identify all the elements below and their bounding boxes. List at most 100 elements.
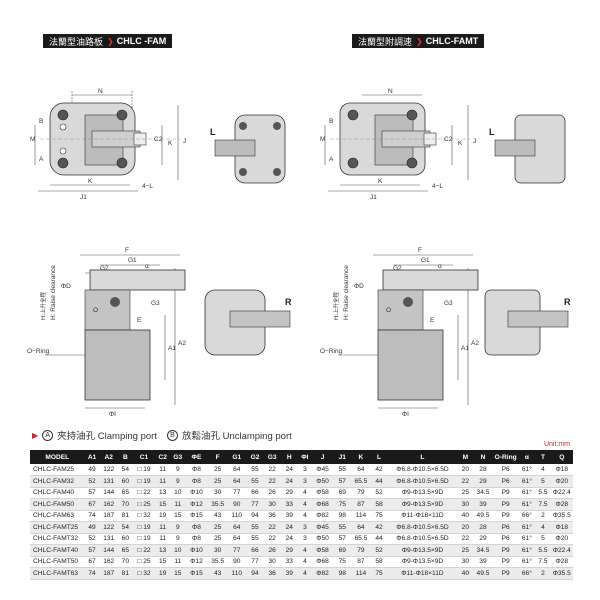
- table-cell: 61°: [518, 464, 536, 476]
- table-header-cell: G3: [170, 450, 186, 464]
- table-header-cell: K: [350, 450, 371, 464]
- clamping-port-text: 夾持油孔 Clamping port: [57, 431, 157, 442]
- table-cell: 79: [350, 544, 371, 557]
- table-cell: □ 19: [132, 533, 156, 545]
- table-cell: P9: [493, 487, 519, 499]
- table-cell: 67: [84, 498, 100, 511]
- table-header-cell: B: [117, 450, 133, 464]
- table-cell: 49: [84, 464, 100, 476]
- port-b-label: B: [329, 118, 333, 125]
- table-cell: 35.5: [207, 498, 228, 511]
- table-cell: 54: [117, 521, 133, 534]
- table-cell: 30: [457, 498, 473, 511]
- table-cell: 13: [155, 487, 171, 499]
- table-cell: Φ10: [185, 544, 208, 557]
- table-cell: 49.5: [472, 567, 494, 580]
- dim-a1-label: A1: [168, 345, 176, 352]
- table-header-cell: A1: [84, 450, 100, 464]
- table-header-cell: H: [280, 450, 299, 464]
- table-cell: 24: [280, 521, 299, 534]
- table-cell: 42: [370, 521, 388, 534]
- table-cell: 122: [99, 521, 118, 534]
- table-cell: 65.5: [350, 475, 371, 488]
- section-tag-fam: 法蘭型油路板 ❯ CHLC -FAM: [43, 34, 173, 48]
- table-header-cell: G2: [245, 450, 265, 464]
- table-cell: 66: [245, 544, 265, 557]
- table-cell: 33: [280, 498, 299, 511]
- dim-g2-label: G2: [393, 265, 402, 272]
- table-cell: Φ15: [185, 510, 208, 522]
- oring-label: O−Ring: [320, 348, 343, 355]
- dim-alpha-label: α: [438, 263, 442, 270]
- table-cell: 25: [207, 533, 228, 545]
- dim-h-en: H: Raise clearance: [343, 265, 350, 320]
- triangle-icon: ▶: [32, 430, 39, 440]
- drawing-famt-front: F G1 G2 ΦD α G3 E O A1 A2 O−Ring ΦI H:上升…: [318, 240, 493, 420]
- table-cell: 25: [207, 521, 228, 534]
- model-cell: CHLC-FAM32: [30, 475, 85, 488]
- table-cell: 20: [457, 464, 473, 476]
- table-cell: 44: [370, 533, 388, 545]
- table-cell: 54: [117, 464, 133, 476]
- dim-d-label: ΦD: [61, 283, 71, 290]
- dim-g1-label: G1: [128, 257, 137, 264]
- table-cell: 187: [99, 510, 118, 522]
- table-cell: Φ68: [311, 556, 334, 568]
- dim-4l-label: 4−L: [142, 183, 153, 190]
- table-header-cell: J: [311, 450, 334, 464]
- table-header-cell: L: [370, 450, 388, 464]
- dim-g3-label: G3: [444, 300, 453, 307]
- port-legend: ▶ A 夾持油孔 Clamping port B 放鬆油孔 Unclamping…: [32, 428, 292, 442]
- table-cell: 19: [155, 567, 171, 580]
- table-header-cell: J1: [333, 450, 351, 464]
- table-cell: 29: [280, 487, 299, 499]
- table-cell: 57: [333, 475, 351, 488]
- dim-f-label: F: [418, 247, 422, 254]
- table-cell: 75: [370, 510, 388, 522]
- table-cell: 55: [245, 475, 265, 488]
- table-cell: 65: [117, 544, 133, 557]
- side-l-label: L: [210, 127, 216, 137]
- model-cell: CHLC-FAMT63: [30, 567, 85, 580]
- table-cell: 94: [245, 567, 265, 580]
- table-cell: 40: [457, 567, 473, 580]
- table-header-cell: α: [518, 450, 536, 464]
- dim-f-label: F: [125, 247, 129, 254]
- dim-m-label: M: [30, 136, 35, 143]
- table-cell: 24: [280, 533, 299, 545]
- table-cell: Φ6.8-Φ10.5×6.5D: [387, 533, 458, 545]
- dim-g2-label: G2: [100, 265, 109, 272]
- dim-g3-label: G3: [151, 300, 160, 307]
- dim-k-bottom-label: K: [378, 178, 383, 185]
- table-cell: 74: [84, 567, 100, 580]
- table-cell: □ 32: [132, 510, 156, 522]
- dim-g1-label: G1: [421, 257, 430, 264]
- table-cell: 61°: [518, 487, 536, 499]
- table-cell: Φ45: [311, 464, 334, 476]
- table-cell: Φ9-Φ13.5×9D: [387, 544, 458, 557]
- table-cell: 39: [472, 498, 494, 511]
- table-cell: Φ28: [550, 556, 573, 568]
- table-cell: 10: [170, 487, 186, 499]
- dim-j1-label: J1: [370, 194, 377, 200]
- table-cell: 55: [245, 464, 265, 476]
- section-tag-famt: 法蘭型附調速 ❯ CHLC-FAMT: [352, 34, 485, 48]
- table-cell: 114: [350, 510, 371, 522]
- table-cell: 3: [298, 475, 312, 488]
- model-cell: CHLC-FAMT40: [30, 544, 85, 557]
- table-cell: 58: [370, 556, 388, 568]
- table-cell: 33: [280, 556, 299, 568]
- table-cell: 64: [227, 464, 246, 476]
- table-cell: 75: [333, 556, 351, 568]
- dim-o-label: O: [386, 307, 391, 314]
- table-header-cell: O-Ring: [493, 450, 519, 464]
- dim-j1-label: J1: [80, 194, 87, 200]
- dim-a2-label: A2: [471, 340, 479, 347]
- table-cell: Φ28: [550, 498, 573, 511]
- table-cell: 87: [350, 498, 371, 511]
- table-cell: Φ10: [185, 487, 208, 499]
- section-zh: 法蘭型附調速: [358, 37, 413, 48]
